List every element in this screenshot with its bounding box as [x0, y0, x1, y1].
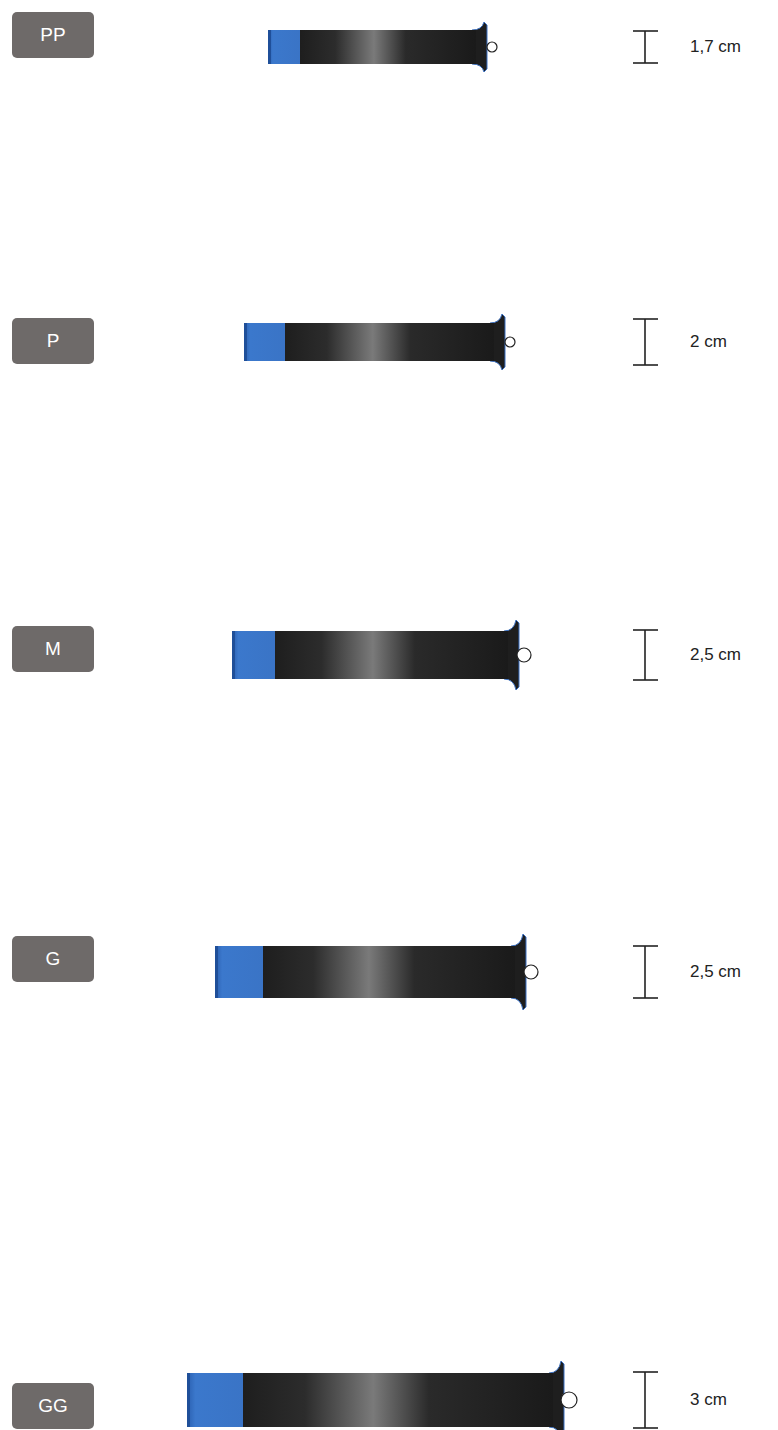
size-label: GG	[38, 1395, 68, 1417]
tube-drawing	[187, 1361, 577, 1430]
dimension-bar	[633, 630, 658, 680]
dimension-bar	[633, 946, 658, 998]
dimension-bar	[633, 1372, 658, 1428]
tube-drawing	[215, 934, 538, 1010]
tube-drawing	[268, 22, 497, 72]
cap-edge	[232, 631, 235, 679]
dimension-label: 2,5 cm	[690, 645, 741, 665]
tube-drawing	[232, 620, 531, 690]
tube-body	[275, 631, 508, 679]
tube-cap	[215, 946, 263, 998]
size-label: M	[45, 638, 61, 660]
tube-cap	[244, 323, 285, 361]
size-badge: PP	[12, 12, 94, 58]
dimension-label: 2 cm	[690, 332, 727, 352]
tube-loop	[517, 648, 531, 662]
cap-edge	[215, 946, 218, 998]
size-label: G	[46, 948, 61, 970]
size-badge: P	[12, 318, 94, 364]
dimension-label: 3 cm	[690, 1390, 727, 1410]
tube-body	[243, 1373, 553, 1427]
tube-cap	[268, 30, 300, 64]
tube-body	[300, 30, 476, 64]
tube-cap	[232, 631, 275, 679]
tube-body	[285, 323, 494, 361]
size-label: P	[47, 330, 60, 352]
tube-loop	[524, 965, 538, 979]
size-badge: G	[12, 936, 94, 982]
tube-loop	[487, 42, 497, 52]
dimension-label: 2,5 cm	[690, 962, 741, 982]
tube-cap	[187, 1373, 243, 1427]
size-label: PP	[40, 24, 65, 46]
tube-loop	[561, 1392, 577, 1408]
cap-edge	[187, 1373, 190, 1427]
cap-edge	[244, 323, 247, 361]
dimension-bar	[633, 31, 658, 63]
cap-edge	[268, 30, 271, 64]
size-badge: M	[12, 626, 94, 672]
dimension-bar	[633, 319, 658, 365]
tube-loop	[505, 337, 515, 347]
dimension-label: 1,7 cm	[690, 37, 741, 57]
tube-body	[263, 946, 515, 998]
tube-drawing	[244, 314, 515, 370]
size-badge: GG	[12, 1383, 94, 1429]
